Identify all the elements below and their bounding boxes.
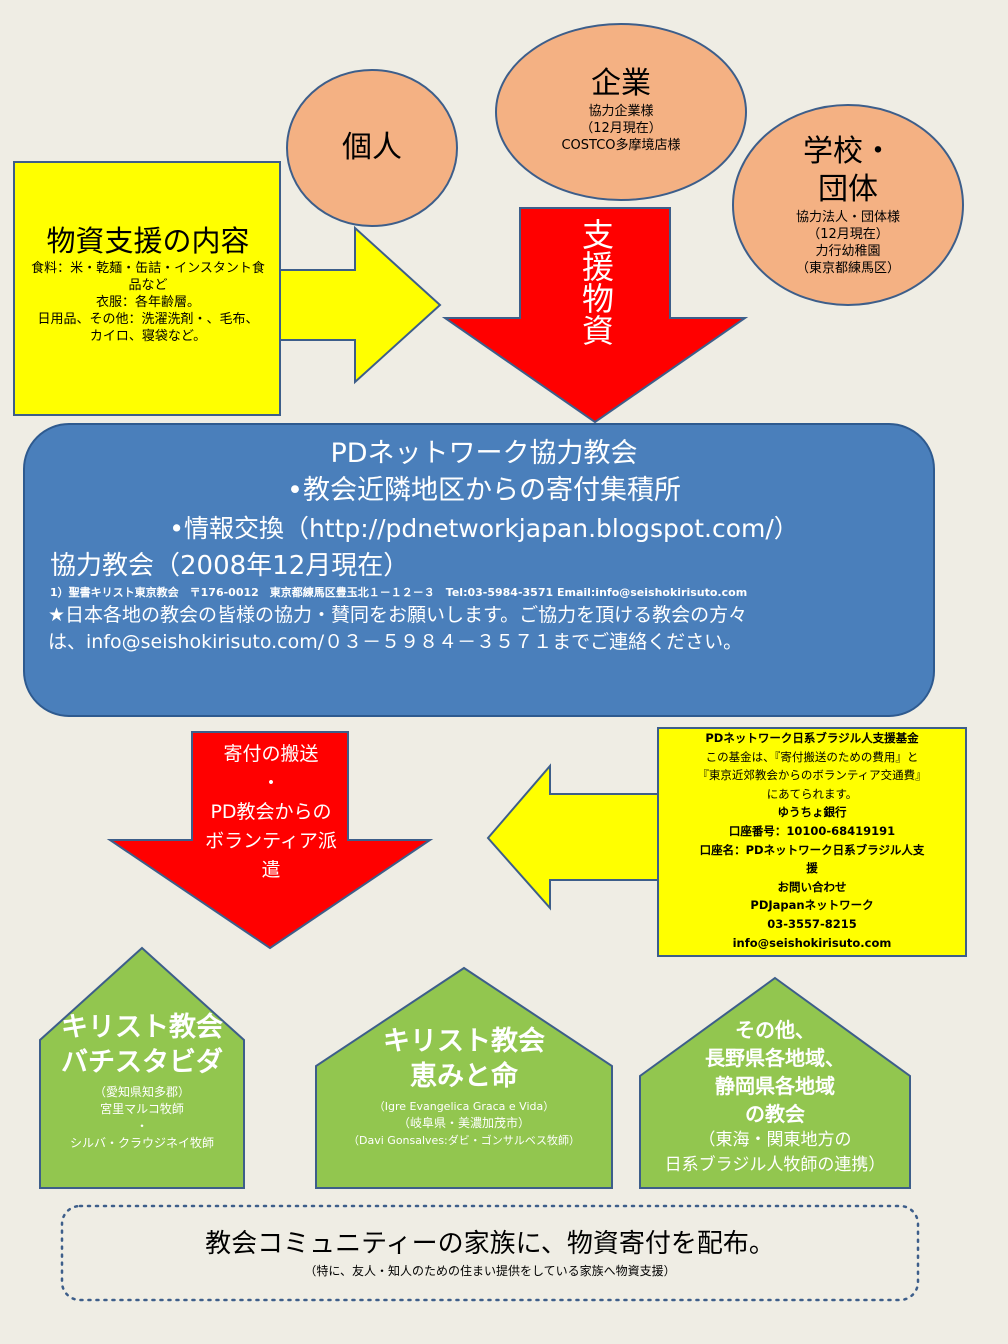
fund-line: PDJapanネットワーク	[750, 898, 874, 913]
fund-line: ゆうちょ銀行	[777, 805, 847, 820]
fund-left-arrow	[486, 763, 673, 911]
fund-line: 援	[806, 861, 818, 876]
house-3-sub: 日系ブラジル人牧師の連携）	[664, 1155, 886, 1175]
main-line-5: 1）聖書キリスト東京教会 〒176-0012 東京都練馬区豊玉北１－１２－３ T…	[50, 586, 748, 599]
supply-line: 衣服：各年齢層。	[95, 295, 200, 310]
house-2-title: キリスト教会	[383, 1026, 545, 1057]
supply-title: 物資支援の内容	[46, 224, 250, 258]
support-arrow-label: 支援物資	[577, 218, 615, 346]
supply-box-text: 物資支援の内容 食料：米・乾麺・缶詰・インスタント食品など 衣服：各年齢層。 日…	[22, 222, 274, 345]
house-3-title: 長野県各地域、	[705, 1046, 845, 1070]
house-1-sub: （愛知県知多郡）	[93, 1085, 190, 1099]
school-line: （12月現在）	[807, 227, 889, 242]
main-line-1: PDネットワーク協力教会	[330, 438, 638, 469]
main-blue-box	[23, 423, 935, 717]
house-3-title: 静岡県各地域	[715, 1074, 835, 1098]
house-2-sub: （Davi Gonsalves:ダビ・ゴンサルベス牧師）	[348, 1134, 580, 1147]
supply-line: 食料：米・乾麺・缶詰・インスタント食品など	[31, 261, 265, 293]
supply-line: 日用品、その他：洗濯洗剤・、毛布、カイロ、寝袋など。	[37, 312, 259, 344]
delivery-line: PD教会からの	[210, 801, 332, 823]
house-3-title: その他、	[735, 1018, 815, 1042]
bottom-box-text: 教会コミュニティーの家族に、物資寄付を配布。 （特に、友人・知人のための住まい提…	[64, 1226, 916, 1280]
delivery-down-arrow	[106, 731, 434, 950]
school-title-1: 学校・	[803, 134, 893, 169]
individual-ellipse	[286, 69, 458, 227]
house-1-title: キリスト教会	[61, 1012, 223, 1043]
school-label: 学校・ 団体 協力法人・団体様 （12月現在） 力行幼稚園 （東京都練馬区）	[760, 125, 936, 285]
house-1-sub: ・	[135, 1119, 148, 1133]
company-line: 協力企業様	[588, 103, 654, 119]
bottom-main: 教会コミュニティーの家族に、物資寄付を配布。	[205, 1229, 775, 1259]
main-line-4: 協力教会（2008年12月現在）	[50, 551, 410, 581]
house-shape-2	[315, 966, 613, 1189]
supply-right-arrow	[279, 225, 442, 385]
company-title: 企業	[591, 65, 651, 101]
house-2-title: 恵みと命	[410, 1061, 518, 1092]
main-line-6: ★日本各地の教会の皆様の協力・賛同をお願いします。ご協力を頂ける教会の方々	[48, 604, 748, 626]
house-2-text: キリスト教会 恵みと命 （Igre Evangelica Graca e Vid…	[316, 1024, 612, 1149]
house-shape-1	[39, 946, 245, 1189]
school-line: （東京都練馬区）	[795, 261, 900, 276]
school-ellipse	[732, 104, 964, 306]
school-line: 協力法人・団体様	[795, 210, 900, 225]
fund-line: info@seishokirisuto.com	[732, 935, 892, 950]
supply-box	[13, 161, 281, 416]
support-down-arrow	[441, 207, 749, 424]
house-1-text: キリスト教会 バチスタビダ （愛知県知多郡） 宮里マルコ牧師 ・ シルバ・クラウ…	[40, 1010, 244, 1152]
school-title-2: 団体	[818, 172, 878, 207]
fund-box	[657, 727, 967, 957]
individual-label: 個人	[302, 120, 442, 176]
house-2-sub: （Igre Evangelica Graca e Vida）	[373, 1100, 555, 1113]
delivery-line: ボランティア派	[205, 830, 337, 852]
house-1-sub: シルバ・クラウジネイ牧師	[69, 1136, 214, 1150]
bottom-dotted-box	[60, 1204, 920, 1302]
house-3-text: その他、 長野県各地域、 静岡県各地域 の教会 （東海・関東地方の 日系ブラジル…	[640, 1016, 910, 1178]
main-line-7: は、info@seishokirisuto.com/０３－５９８４－３５７１まで…	[48, 631, 743, 653]
main-line-3: •情報交換（http://pdnetworkjapan.blogspot.com…	[169, 514, 799, 543]
fund-line: 03-3557-8215	[767, 916, 857, 931]
house-shape-3	[639, 976, 911, 1189]
house-1-title: バチスタビダ	[61, 1047, 223, 1078]
company-ellipse	[495, 23, 747, 201]
main-box-text: PDネットワーク協力教会 •教会近隣地区からの寄付集積所 •情報交換（http:…	[44, 436, 924, 656]
delivery-line: 寄付の搬送	[223, 743, 319, 765]
house-3-sub: （東海・関東地方の	[698, 1130, 852, 1150]
fund-title: PDネットワーク日系ブラジル人支援基金	[705, 731, 919, 745]
fund-box-text: PDネットワーク日系ブラジル人支援基金 この基金は、『寄付搬送のための費用』と …	[660, 729, 964, 952]
individual-title: 個人	[342, 130, 402, 165]
fund-line: 口座番号：10100-68419191	[728, 823, 896, 838]
company-label: 企業 協力企業様 （12月現在） COSTCO多摩境店様	[516, 58, 726, 160]
fund-line: お問い合わせ	[777, 879, 847, 894]
fund-line: 『東京近郊教会からのボランティア交通費』	[697, 768, 927, 783]
fund-line: この基金は、『寄付搬送のための費用』と	[705, 749, 919, 764]
fund-line: 口座名：PDネットワーク日系ブラジル人支	[699, 842, 925, 857]
main-line-2: •教会近隣地区からの寄付集積所	[287, 475, 681, 506]
fund-line: にあてられます。	[766, 786, 858, 801]
company-line: COSTCO多摩境店様	[561, 137, 681, 153]
school-line: 力行幼稚園	[815, 244, 881, 259]
house-1-sub: 宮里マルコ牧師	[100, 1102, 184, 1116]
company-line: （12月現在）	[580, 120, 662, 136]
delivery-line: 遣	[261, 859, 281, 881]
house-3-title: の教会	[745, 1102, 805, 1126]
bottom-sub: （特に、友人・知人のための住まい提供をしている家族へ物資支援）	[304, 1264, 676, 1278]
house-2-sub: （岐阜県・美濃加茂市）	[397, 1116, 530, 1130]
delivery-line: ・	[261, 772, 281, 794]
delivery-arrow-text: 寄付の搬送 ・ PD教会からの ボランティア派 遣	[196, 740, 346, 885]
